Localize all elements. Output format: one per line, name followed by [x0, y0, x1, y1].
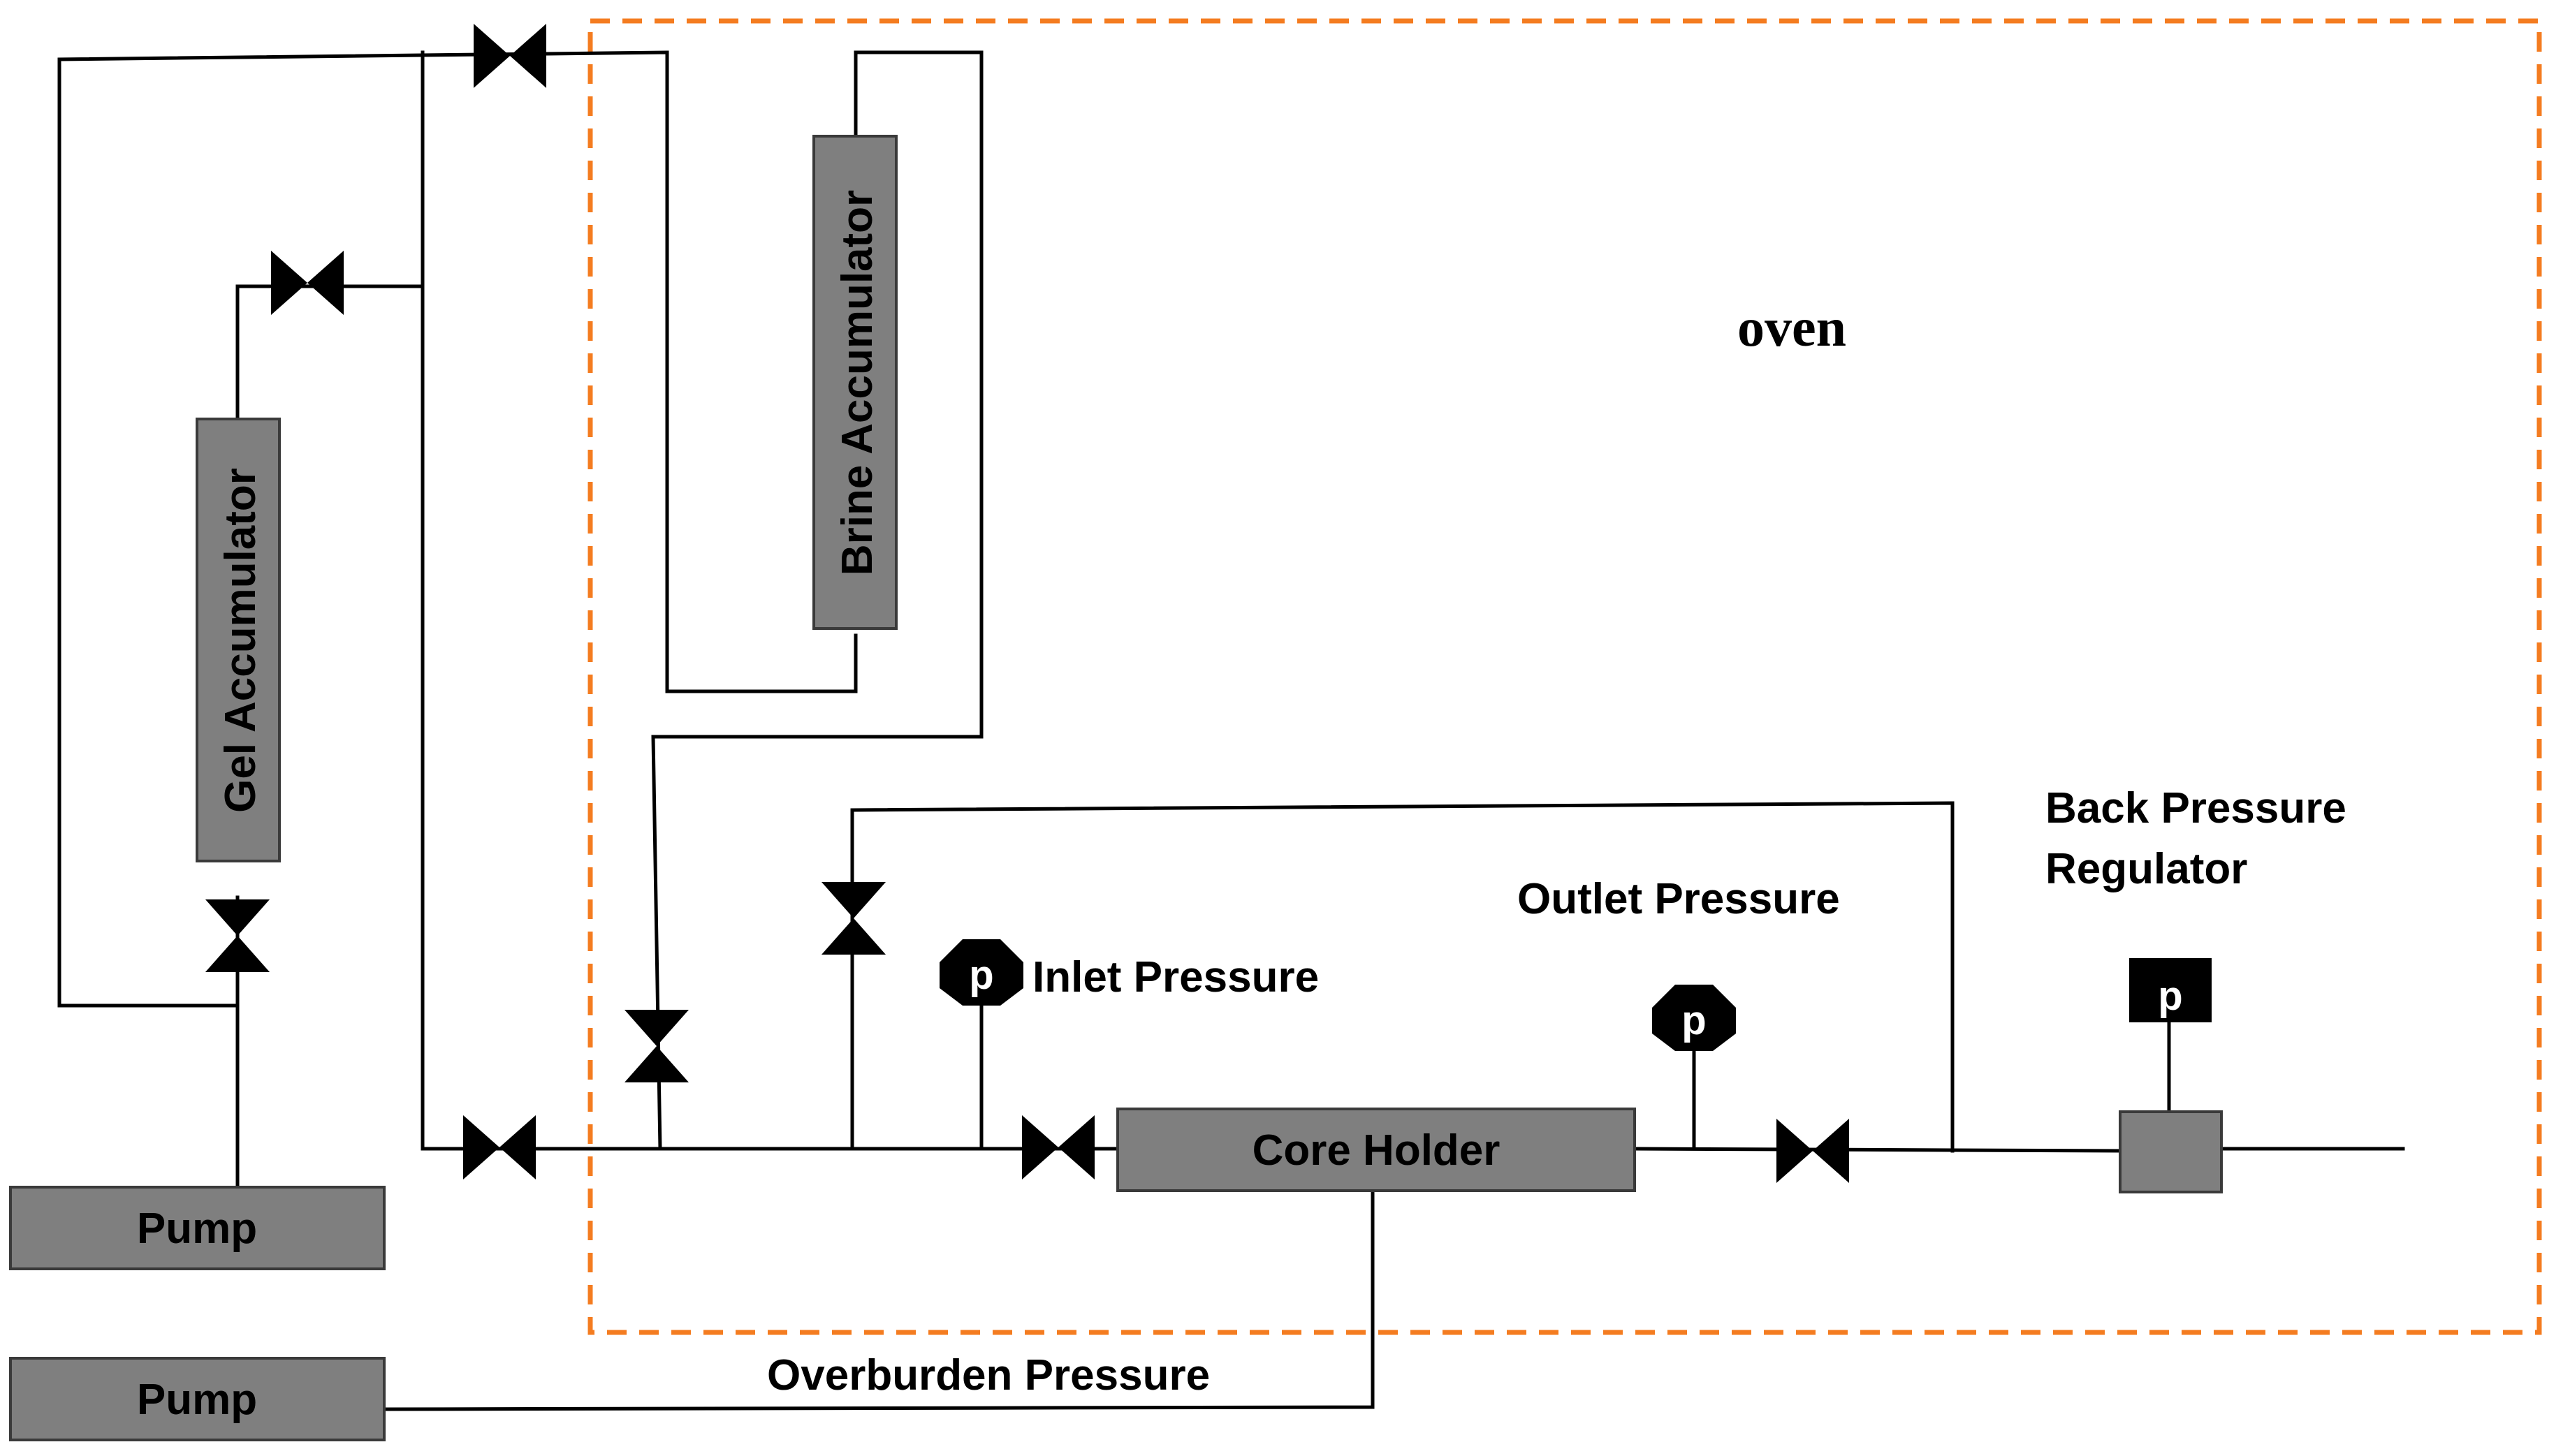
brine-accumulator: Brine Accumulator — [812, 135, 898, 630]
oven-boundary — [587, 18, 2542, 1335]
valve-brine-line-icon[interactable] — [625, 1010, 689, 1082]
pump-top: Pump — [9, 1186, 386, 1270]
svg-text:Brine Accumulator: Brine Accumulator — [833, 190, 882, 575]
valve-top-icon[interactable] — [474, 24, 546, 88]
valve-main-inlet-icon[interactable] — [463, 1115, 536, 1179]
svg-text:Gel Accumulator: Gel Accumulator — [217, 468, 265, 813]
back-pressure-label: Back Pressure — [2045, 784, 2346, 832]
svg-text:p: p — [969, 953, 993, 998]
valve-core-inlet-icon[interactable] — [1022, 1115, 1095, 1179]
valve-bypass-icon[interactable] — [822, 882, 886, 955]
back-pressure-gauge-icon: p — [2129, 958, 2212, 1022]
inlet-pressure-label: Inlet Pressure — [1032, 953, 1319, 1001]
outlet-pressure-label: Outlet Pressure — [1517, 875, 1840, 923]
valve-gel-top-icon[interactable] — [271, 251, 344, 315]
valve-gel-bottom-icon[interactable] — [205, 899, 270, 972]
svg-text:p: p — [2158, 973, 2182, 1019]
overburden-pressure-label: Overburden Pressure — [767, 1351, 1210, 1399]
gel-accumulator: Gel Accumulator — [196, 418, 281, 862]
pump-bottom: Pump — [9, 1357, 386, 1441]
svg-text:Core Holder: Core Holder — [1253, 1126, 1500, 1175]
svg-text:Pump: Pump — [137, 1205, 257, 1253]
core-holder: Core Holder — [1116, 1108, 1636, 1192]
inlet-pressure-gauge-icon: p — [940, 939, 1023, 1006]
valve-core-outlet-icon[interactable] — [1776, 1119, 1849, 1183]
oven-label: oven — [1737, 297, 1846, 358]
regulator-label: Regulator — [2045, 845, 2247, 893]
outlet-pressure-gauge-icon: p — [1652, 985, 1736, 1051]
back-pressure-regulator — [2119, 1110, 2223, 1193]
piping — [57, 50, 2405, 1411]
svg-text:p: p — [1681, 998, 1706, 1043]
svg-text:Pump: Pump — [137, 1376, 257, 1424]
